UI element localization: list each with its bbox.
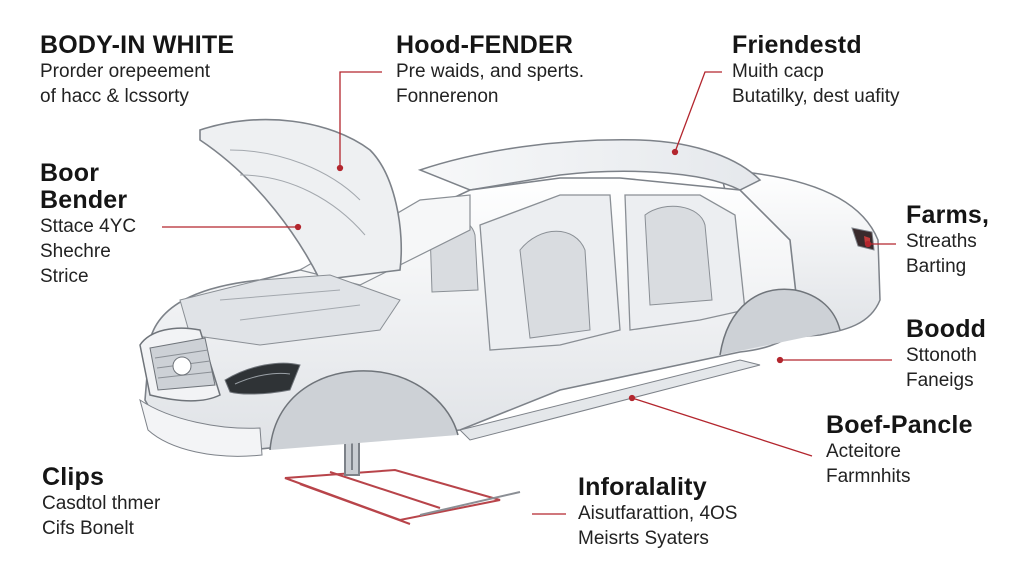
callout-inforalality: Inforalality Aisutfarattion, 4OS Meisrts… [578, 474, 737, 551]
callout-line: Strice [40, 266, 89, 287]
callout-clips: Clips Casdtol thmer Cifs Bonelt [42, 464, 160, 541]
callout-line: Cifs Bonelt [42, 518, 134, 539]
callout-title: BODY-IN WHITE [40, 31, 235, 59]
callout-title: Clips [42, 463, 105, 491]
callout-line: Meisrts Syaters [578, 528, 709, 549]
callout-body-in-white: BODY-IN WHITE Prorder orepeement of hacc… [40, 32, 234, 109]
leader-boef-pancle [631, 397, 813, 457]
callout-line: Sttace 4YC [40, 216, 137, 237]
callout-line: Aisutfarattion, 4OS [578, 503, 738, 524]
callout-boef-pancle: Boef-Pancle Acteitore Farmnhits [826, 412, 973, 489]
leader-hood-fender [339, 71, 382, 168]
callout-line: Shechre [40, 241, 111, 262]
callout-hood-fender: Hood-FENDER Pre waids, and sperts. Fonne… [396, 32, 584, 109]
callout-boodd: Boodd Sttonoth Faneigs [906, 316, 986, 393]
callout-line: Butatilky, dest uafity [732, 86, 900, 107]
callout-line: Casdtol thmer [42, 493, 161, 514]
callout-farms: Farms, Streaths Barting [906, 202, 989, 279]
callout-title: Boor [40, 159, 100, 187]
callout-line: Streaths [906, 231, 977, 252]
callout-line: Fonnerenon [396, 86, 499, 107]
callout-friendestd: Friendestd Muith cacp Butatilky, dest ua… [732, 32, 900, 109]
callout-boor-bender: Boor Bender Sttace 4YC Shechre Strice [40, 160, 136, 289]
callout-line: Barting [906, 256, 967, 277]
callout-title: Inforalality [578, 473, 707, 501]
leader-dot-hood [336, 164, 344, 172]
callout-title: Friendestd [732, 31, 862, 59]
callout-line: Pre waids, and sperts. [396, 61, 584, 82]
callout-line: Farmnhits [826, 466, 911, 487]
callout-title: Hood-FENDER [396, 31, 574, 59]
callout-line: Acteitore [826, 441, 901, 462]
callout-title: Boef-Pancle [826, 411, 973, 439]
callout-line: of hacc & lcssorty [40, 86, 189, 107]
callout-title: Bender [40, 186, 128, 214]
callout-line: Faneigs [906, 370, 974, 391]
callout-line: Muith cacp [732, 61, 824, 82]
callout-line: Prorder orepeement [40, 61, 211, 82]
callout-title: Farms, [906, 201, 990, 229]
callout-line: Sttonoth [906, 345, 977, 366]
leader-friendestd [674, 71, 722, 153]
callout-title: Boodd [906, 315, 987, 343]
